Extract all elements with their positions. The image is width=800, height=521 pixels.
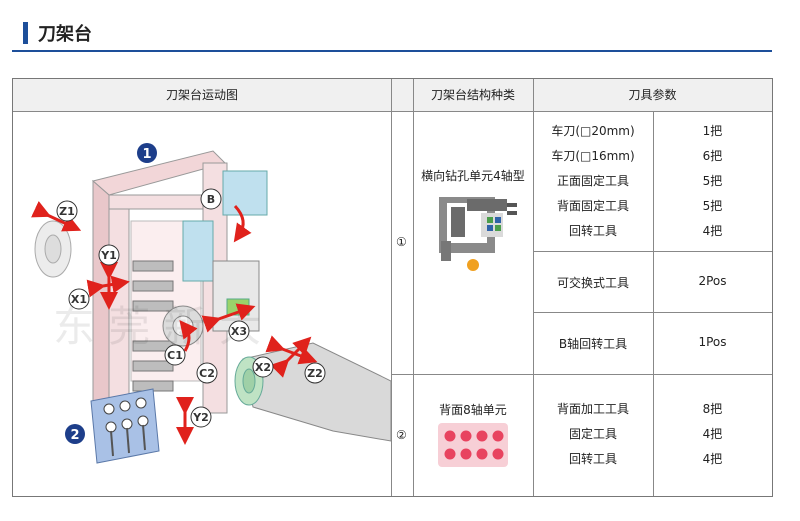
badge-2: 2 (65, 424, 85, 444)
unit-8axis-image (438, 423, 508, 467)
svg-text:X2: X2 (255, 361, 271, 374)
header-structure: 刀架台结构种类 (413, 79, 533, 111)
tool-name: 回转工具 (568, 452, 617, 466)
axis-x2: X2 (252, 356, 274, 378)
tool-list-2: 背面加工工具 固定工具 回转工具 (533, 397, 653, 472)
tool-name: 背面固定工具 (556, 199, 629, 213)
tool-name-exchangeable: 可交换式工具 (556, 276, 629, 290)
tool-qty: 4把 (702, 452, 723, 466)
back-8axis-unit (90, 388, 160, 464)
badge-1: 1 (137, 143, 157, 163)
axis-z2: Z2 (304, 362, 326, 384)
main-spindle (34, 220, 72, 278)
title-accent-bar (23, 22, 28, 44)
svg-text:C1: C1 (167, 349, 183, 362)
axis-c2: C2 (196, 362, 218, 384)
turret-motion-diagram: 东 莞 新 大 1 2 Z1 Y1 X1 B C1 (31, 143, 391, 464)
section-header: 刀架台 (12, 8, 772, 52)
header-motion: 刀架台运动图 (13, 79, 391, 111)
axis-x1: X1 (68, 288, 90, 310)
header-tool-params: 刀具参数 (533, 79, 772, 111)
row-number-2: ② (396, 428, 407, 442)
tool-name: 正面固定工具 (556, 174, 629, 188)
tool-name: 背面加工工具 (556, 402, 629, 416)
tool-qty: 8把 (702, 402, 723, 416)
tool-name: 固定工具 (568, 427, 617, 441)
tool-name: 回转工具 (568, 224, 617, 238)
tool-list-1a: 车刀(□20mm) 车刀(□16mm) 正面固定工具 背面固定工具 回转工具 (533, 119, 653, 244)
svg-text:C2: C2 (199, 367, 215, 380)
row-number-1: ① (396, 235, 407, 249)
header-index (391, 79, 413, 111)
tool-qty: 5把 (702, 174, 723, 188)
structure-label-1: 横向钻孔单元4轴型 (421, 169, 525, 183)
axis-z1: Z1 (56, 200, 78, 222)
unit-4axis-image (439, 197, 517, 271)
tool-qty: 4把 (702, 427, 723, 441)
tool-name: 车刀(□16mm) (551, 149, 635, 163)
tool-qty-b-axis: 1Pos (698, 335, 727, 349)
svg-text:Z2: Z2 (307, 367, 323, 380)
axis-x3: X3 (228, 320, 250, 342)
qty-list-1a: 1把 6把 5把 5把 4把 (653, 119, 772, 244)
tool-name-b-axis: B轴回转工具 (558, 337, 628, 351)
section-title: 刀架台 (38, 24, 92, 45)
svg-text:X1: X1 (71, 293, 87, 306)
qty-list-2: 8把 4把 4把 (653, 397, 772, 472)
turret-table: 刀架台运动图 刀架台结构种类 刀具参数 ① ② 横向钻孔单元4轴型 背面8轴单元 (12, 78, 773, 497)
tool-qty-exchangeable: 2Pos (698, 274, 727, 288)
tool-name: 车刀(□20mm) (551, 124, 635, 138)
axis-y1: Y1 (98, 244, 120, 266)
svg-text:Y1: Y1 (100, 249, 117, 262)
tool-qty: 6把 (702, 149, 723, 163)
svg-text:X3: X3 (231, 325, 247, 338)
axis-c1: C1 (164, 344, 186, 366)
svg-text:B: B (207, 193, 215, 206)
svg-text:Y2: Y2 (192, 411, 209, 424)
svg-text:Z1: Z1 (59, 205, 75, 218)
tool-qty: 1把 (702, 124, 723, 138)
structure-label-2: 背面8轴单元 (439, 403, 507, 417)
axis-y2: Y2 (190, 406, 212, 428)
tool-qty: 5把 (702, 199, 723, 213)
axis-b: B (200, 188, 222, 210)
svg-text:1: 1 (142, 147, 151, 162)
svg-text:2: 2 (70, 428, 79, 443)
tool-qty: 4把 (702, 224, 723, 238)
